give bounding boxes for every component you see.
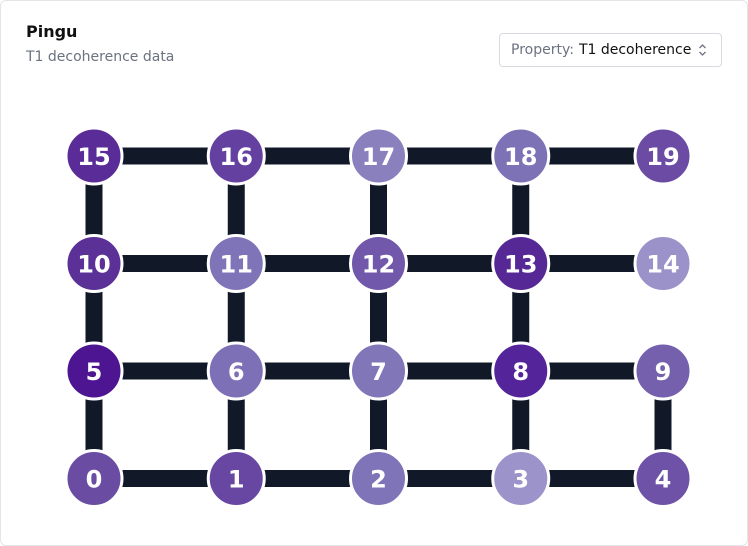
qubit-circle[interactable] <box>633 449 693 508</box>
qubit-circle[interactable] <box>633 234 693 293</box>
qubit-6[interactable]: 6 <box>206 341 266 401</box>
qubit-label: 7 <box>370 358 387 386</box>
qubit-0[interactable]: 0 <box>64 449 124 508</box>
qubit-2[interactable]: 2 <box>349 449 408 508</box>
coupler-layer <box>85 147 672 487</box>
qubit-label: 16 <box>220 143 253 171</box>
qubit-circle[interactable] <box>633 341 693 401</box>
qubit-label: 3 <box>512 466 529 494</box>
qubit-label: 14 <box>646 251 679 279</box>
qubit-18[interactable]: 18 <box>491 126 551 186</box>
qubit-label: 10 <box>77 251 110 279</box>
qubit-circle[interactable] <box>64 126 124 186</box>
qubit-circle[interactable] <box>64 449 124 508</box>
qubit-circle[interactable] <box>491 126 551 186</box>
device-title: Pingu <box>26 22 78 41</box>
qubit-circle[interactable] <box>491 341 551 401</box>
qubit-label: 4 <box>655 466 672 494</box>
qubit-14[interactable]: 14 <box>633 234 693 293</box>
qubit-label: 2 <box>370 466 387 494</box>
qubit-label: 11 <box>220 251 253 279</box>
qubit-16[interactable]: 16 <box>206 126 266 186</box>
qubit-label: 0 <box>86 466 103 494</box>
property-select[interactable]: Property: T1 decoherence <box>499 33 722 67</box>
qubit-8[interactable]: 8 <box>491 341 551 401</box>
qubit-label: 19 <box>646 143 679 171</box>
qubit-3[interactable]: 3 <box>491 449 551 508</box>
qubit-label: 12 <box>362 251 395 279</box>
qubit-circle[interactable] <box>491 449 551 508</box>
qubit-circle[interactable] <box>206 341 266 401</box>
qubit-circle[interactable] <box>206 449 266 508</box>
qubit-9[interactable]: 9 <box>633 341 693 401</box>
qubit-label: 9 <box>655 358 672 386</box>
qubit-5[interactable]: 5 <box>64 341 124 401</box>
qubit-label: 5 <box>86 358 103 386</box>
qubit-13[interactable]: 13 <box>491 234 551 293</box>
chevron-up-down-icon <box>699 44 706 56</box>
qubit-circle[interactable] <box>349 341 408 401</box>
qubit-17[interactable]: 17 <box>349 126 408 186</box>
qubit-label: 15 <box>77 143 110 171</box>
qubit-1[interactable]: 1 <box>206 449 266 508</box>
qubit-circle[interactable] <box>349 449 408 508</box>
qubit-10[interactable]: 10 <box>64 234 124 293</box>
qubit-circle[interactable] <box>206 126 266 186</box>
qubit-circle[interactable] <box>64 234 124 293</box>
qubit-7[interactable]: 7 <box>349 341 408 401</box>
property-select-label: Property: <box>511 42 574 58</box>
qubit-label: 6 <box>228 358 245 386</box>
qubit-circle[interactable] <box>64 341 124 401</box>
qubit-12[interactable]: 12 <box>349 234 408 293</box>
qubit-4[interactable]: 4 <box>633 449 693 508</box>
qubit-11[interactable]: 11 <box>206 234 266 293</box>
qubit-circle[interactable] <box>206 234 266 293</box>
qubit-circle[interactable] <box>349 126 408 186</box>
qubit-19[interactable]: 19 <box>633 126 693 186</box>
device-subtitle: T1 decoherence data <box>26 49 175 65</box>
qubit-label: 13 <box>504 251 537 279</box>
qubit-circle[interactable] <box>491 234 551 293</box>
qubit-circle[interactable] <box>633 126 693 186</box>
qubit-label: 18 <box>504 143 537 171</box>
qubit-label: 8 <box>512 358 529 386</box>
qubit-circle[interactable] <box>349 234 408 293</box>
qubit-15[interactable]: 15 <box>64 126 124 186</box>
qubit-label: 17 <box>362 143 395 171</box>
qubit-label: 1 <box>228 466 245 494</box>
property-select-value: T1 decoherence <box>578 42 692 58</box>
